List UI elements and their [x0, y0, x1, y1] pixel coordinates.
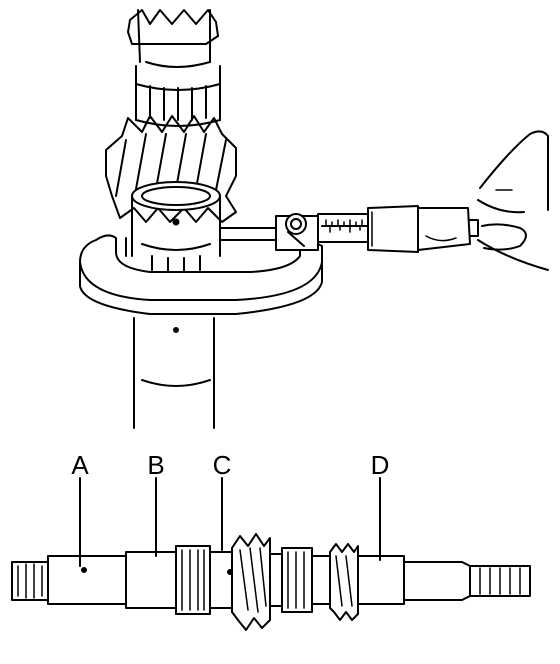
shaft-icon — [105, 9, 237, 429]
micrometer-icon — [79, 205, 479, 315]
leader-lines — [79, 477, 381, 567]
callout-d: D — [371, 450, 390, 480]
callout-c: C — [213, 450, 232, 480]
callout-labels: A B C D — [71, 450, 389, 480]
callout-b: B — [147, 450, 164, 480]
callout-a: A — [71, 450, 89, 480]
output-shaft — [11, 533, 531, 631]
hand-icon — [477, 130, 549, 271]
